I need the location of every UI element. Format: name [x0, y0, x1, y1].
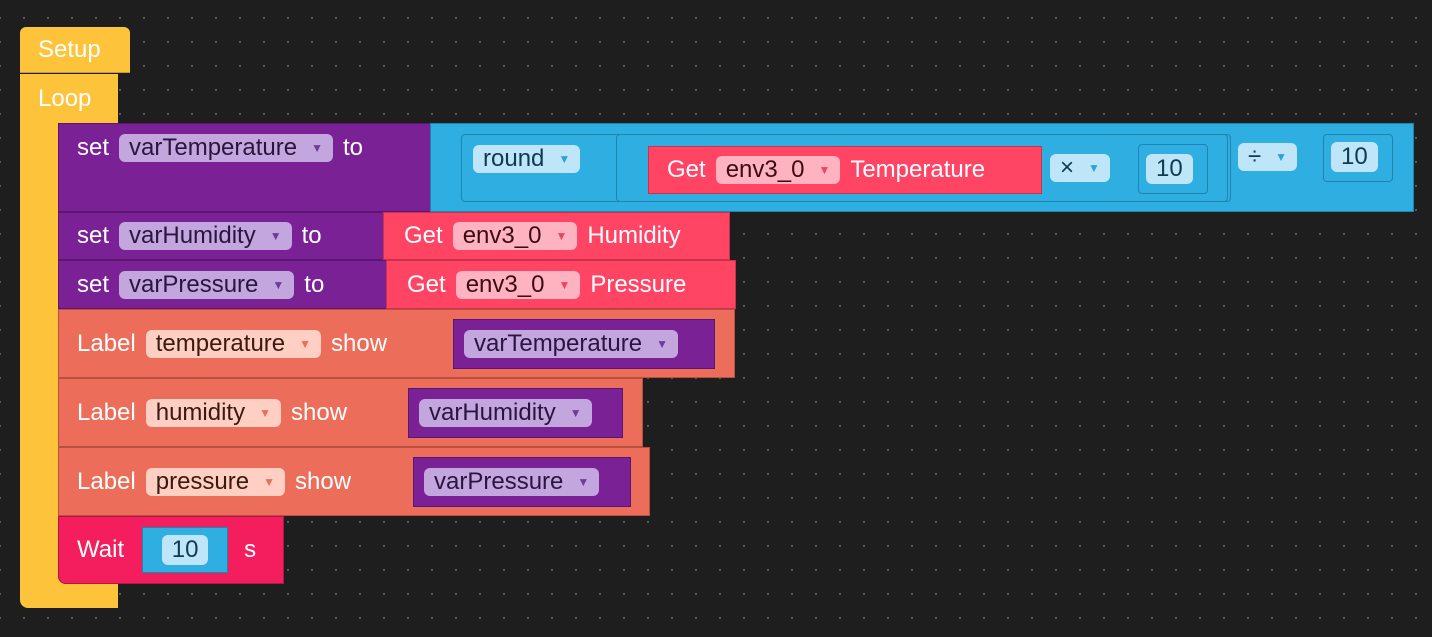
triangle-down-icon: ▼: [569, 406, 582, 420]
label-keyword: Label: [77, 329, 136, 357]
wait-block[interactable]: Wait 10 s: [58, 516, 284, 584]
wait-number-block[interactable]: 10: [142, 527, 229, 573]
triangle-down-icon: ▼: [1088, 161, 1100, 175]
label-target-value: humidity: [155, 398, 246, 426]
get-keyword: Get: [404, 222, 443, 249]
var-temperature-dropdown[interactable]: varTemperature ▼: [119, 134, 333, 162]
triangle-down-icon: ▼: [272, 277, 285, 292]
triangle-down-icon: ▼: [311, 141, 323, 155]
loop-label: Loop: [38, 85, 92, 112]
triangle-down-icon: ▼: [558, 152, 571, 166]
var-temperature-value: varTemperature: [474, 330, 643, 357]
var-temperature-dropdown[interactable]: varTemperature ▼: [464, 330, 678, 358]
to-keyword: to: [304, 270, 325, 298]
multiply-value-slot: [1138, 144, 1208, 194]
triangle-down-icon: ▼: [818, 163, 831, 177]
divide-operator-dropdown[interactable]: ÷▼: [1238, 143, 1298, 171]
triangle-down-icon: ▼: [555, 229, 568, 243]
divide-value-slot: [1323, 134, 1393, 182]
var-temperature-value: varTemperature: [129, 134, 298, 161]
sensor-dropdown[interactable]: env3_0 ▼: [455, 270, 581, 299]
triangle-down-icon: ▼: [259, 405, 271, 420]
round-dropdown[interactable]: round ▼: [473, 145, 581, 173]
label-target-dropdown[interactable]: humidity ▼: [145, 398, 281, 427]
var-humidity-dropdown[interactable]: varHumidity ▼: [119, 222, 292, 250]
set-keyword: set: [77, 134, 110, 161]
triangle-down-icon: ▼: [1275, 150, 1288, 164]
temperature-field: Temperature: [850, 156, 986, 183]
triangle-down-icon: ▼: [263, 474, 275, 489]
var-pressure-getter[interactable]: varPressure ▼: [413, 457, 631, 507]
sensor-dropdown[interactable]: env3_0 ▼: [452, 222, 578, 250]
divide-operator-value: ÷: [1248, 143, 1262, 170]
wait-keyword: Wait: [77, 536, 125, 563]
triangle-down-icon: ▼: [558, 277, 571, 292]
round-value: round: [483, 145, 545, 172]
multiply-slot-outline: [616, 134, 1228, 202]
triangle-down-icon: ▼: [269, 229, 282, 243]
var-humidity-value: varHumidity: [429, 399, 556, 426]
var-pressure-dropdown[interactable]: varPressure ▼: [119, 270, 295, 299]
sensor-value: env3_0: [725, 156, 805, 183]
to-keyword: to: [342, 134, 363, 161]
set-keyword: set: [77, 270, 110, 298]
label-keyword: Label: [77, 398, 136, 426]
sensor-value: env3_0: [462, 222, 542, 249]
wait-value-input[interactable]: 10: [161, 535, 209, 565]
setup-label: Setup: [38, 36, 101, 63]
label-target-value: temperature: [155, 329, 286, 357]
label-target-value: pressure: [155, 467, 250, 495]
var-humidity-value: varHumidity: [129, 222, 256, 249]
get-pressure-block[interactable]: Get env3_0 ▼ Pressure: [386, 260, 736, 309]
label-temperature-block[interactable]: Label temperature ▼ show: [58, 309, 735, 378]
var-pressure-value: varPressure: [129, 270, 259, 298]
multiply-value-input[interactable]: 10: [1146, 154, 1193, 184]
math-divide-block[interactable]: round▼ ÷▼ 10: [430, 123, 1414, 212]
sensor-dropdown[interactable]: env3_0 ▼: [715, 156, 841, 184]
loop-block-header[interactable]: Loop: [20, 74, 118, 124]
set-keyword: set: [77, 222, 110, 249]
get-keyword: Get: [407, 270, 446, 298]
multiply-operator-value: ×: [1060, 154, 1075, 181]
set-var-pressure-block[interactable]: set varPressure ▼ to: [58, 260, 388, 309]
seconds-unit: s: [244, 536, 257, 563]
get-temperature-block[interactable]: Get env3_0 ▼ Temperature: [648, 146, 1042, 194]
triangle-down-icon: ▼: [577, 475, 590, 489]
var-temperature-getter[interactable]: varTemperature ▼: [453, 319, 715, 369]
var-humidity-getter[interactable]: varHumidity ▼: [408, 388, 623, 438]
humidity-field: Humidity: [587, 222, 681, 249]
divide-value-input[interactable]: 10: [1331, 142, 1378, 172]
label-target-dropdown[interactable]: temperature ▼: [145, 329, 322, 358]
show-keyword: show: [331, 329, 388, 357]
multiply-operator-dropdown[interactable]: ×▼: [1050, 154, 1110, 182]
pressure-field: Pressure: [590, 270, 687, 298]
label-keyword: Label: [77, 467, 136, 495]
set-var-temperature-block[interactable]: set varTemperature ▼ to: [58, 123, 431, 212]
to-keyword: to: [301, 222, 322, 249]
triangle-down-icon: ▼: [656, 337, 668, 351]
set-var-humidity-block[interactable]: set varHumidity ▼ to: [58, 212, 384, 260]
setup-block[interactable]: Setup: [20, 27, 130, 73]
var-pressure-value: varPressure: [434, 468, 564, 495]
sensor-value: env3_0: [465, 270, 545, 298]
show-keyword: show: [291, 398, 348, 426]
get-keyword: Get: [667, 156, 706, 183]
get-humidity-block[interactable]: Get env3_0 ▼ Humidity: [383, 212, 730, 260]
triangle-down-icon: ▼: [299, 336, 312, 351]
label-target-dropdown[interactable]: pressure ▼: [145, 467, 285, 496]
show-keyword: show: [295, 467, 352, 495]
var-humidity-dropdown[interactable]: varHumidity ▼: [419, 399, 592, 427]
var-pressure-dropdown[interactable]: varPressure ▼: [424, 468, 600, 496]
